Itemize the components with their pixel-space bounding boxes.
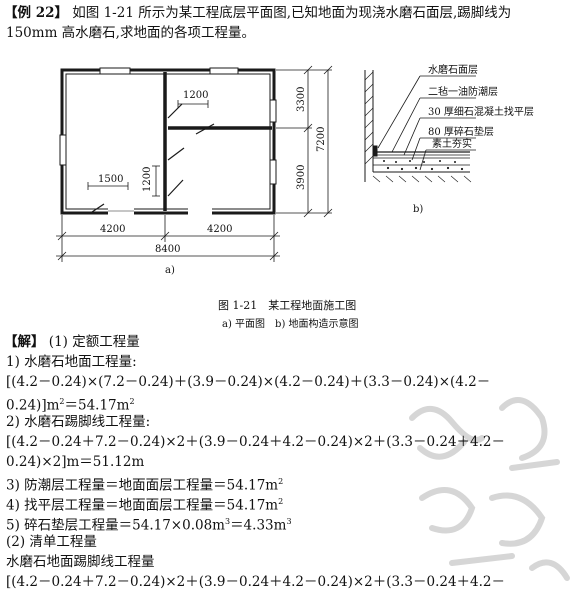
part1-title: (1) 定额工程量 <box>48 334 140 350</box>
item2-title: 2) 水磨石踢脚线工程量: <box>6 414 151 430</box>
dim-8400: 8400 <box>155 244 180 255</box>
item2-formula-1: [(4.2－0.24＋7.2－0.24)×2＋(3.9－0.24＋4.2－0.2… <box>6 434 506 450</box>
dim-3900: 3900 <box>296 165 307 190</box>
watermark-seal <box>409 397 570 581</box>
plan-sublabel: a) <box>165 265 175 276</box>
solution-tag: 【解】 <box>4 334 45 350</box>
item1-formula-1: [(4.2－0.24)×(7.2－0.24)＋(3.9－0.24)×(4.2－0… <box>6 374 491 390</box>
example-tag: 【例 22】 <box>4 5 68 21</box>
dim-horizontal-lines <box>56 215 280 262</box>
figure-caption: 图 1-21 某工程地面施工图 <box>218 299 357 312</box>
item4: 4) 找平层工程量＝地面面层工程量＝54.17m2 <box>6 497 284 514</box>
item1-formula-2: 0.24)]m2＝54.17m2 <box>6 397 135 414</box>
dim-vertical-lines <box>276 65 333 218</box>
section-sublabel: b) <box>413 204 423 215</box>
part2-subtitle: 水磨石地面踢脚线工程量 <box>6 554 155 570</box>
example-text-2: 150mm 高水磨石,求地面的各项工程量。 <box>6 25 255 41</box>
item3: 3) 防潮层工程量＝地面面层工程量＝54.17m2 <box>6 477 284 494</box>
layer-label-3: 30 厚细石混凝土找平层 <box>428 105 534 118</box>
part2-formula-1: [(4.2－0.24＋7.2－0.24)×2＋(3.9－0.24＋4.2－0.2… <box>6 574 506 590</box>
layer-label-4: 80 厚碎石垫层 <box>428 125 494 138</box>
floor-section <box>364 70 476 183</box>
layer-label-1: 水磨石面层 <box>428 64 478 76</box>
figure-1-21: 1200 1500 1200 3300 3900 7200 4200 4200 … <box>56 64 534 276</box>
dim-1200-top-lines <box>177 100 209 108</box>
dim-1500-lines <box>87 182 129 190</box>
dim-7200: 7200 <box>316 127 327 152</box>
example-text-1: 如图 1-21 所示为某工程底层平面图,已知地面为现浇水磨石面层,踢脚线为 <box>72 5 512 21</box>
dim-1200-side-lines <box>152 165 160 197</box>
dim-3300: 3300 <box>296 87 307 112</box>
dim-4200-right: 4200 <box>207 224 232 235</box>
door-swings <box>91 103 215 213</box>
example-line-1: 【例 22】 如图 1-21 所示为某工程底层平面图,已知地面为现浇水磨石面层,… <box>4 4 511 22</box>
solution-heading: 【解】 (1) 定额工程量 <box>4 333 140 351</box>
item1-title: 1) 水磨石地面工程量: <box>6 354 137 370</box>
layer-label-2: 二毡一油防潮层 <box>428 85 498 98</box>
dim-1200-top: 1200 <box>183 90 208 101</box>
item5: 5) 碎石垫层工程量＝54.17×0.08m3＝4.33m3 <box>6 517 292 534</box>
layer-label-5: 素土夯实 <box>432 137 472 150</box>
figure-subcaption: a) 平面图 b) 地面构造示意图 <box>222 319 359 330</box>
plan-walls <box>59 67 277 215</box>
item2-formula-2: 0.24)×2]m＝51.12m <box>6 454 145 470</box>
dim-4200-left: 4200 <box>100 224 125 235</box>
dim-1200-side: 1200 <box>142 167 153 192</box>
part2-title: (2) 清单工程量 <box>6 534 97 550</box>
dim-1500: 1500 <box>98 174 123 185</box>
